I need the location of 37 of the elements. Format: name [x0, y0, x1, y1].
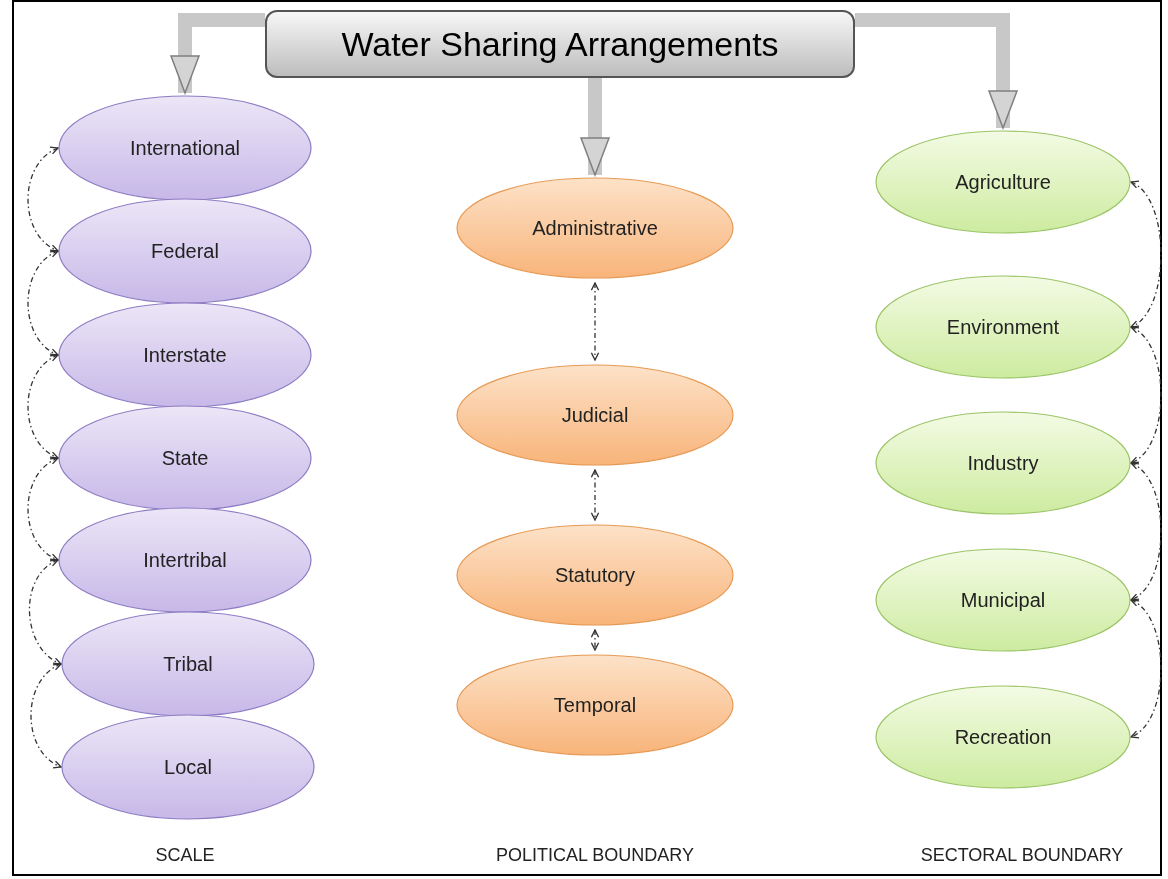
node-label: Intertribal	[143, 548, 227, 573]
node-label: State	[161, 446, 209, 471]
node-label: Statutory	[554, 563, 635, 588]
node-label: Tribal	[163, 652, 213, 677]
double-headed-arrow	[30, 663, 62, 768]
double-headed-arrow	[1130, 462, 1162, 601]
node-label: Temporal	[553, 693, 637, 718]
node-label: Industry	[967, 451, 1039, 476]
title-text: Water Sharing Arrangements	[341, 23, 779, 65]
column-caption: SCALE	[154, 844, 216, 867]
double-headed-arrow	[1130, 599, 1162, 738]
node-label: Local	[164, 755, 212, 780]
node-label: Judicial	[561, 403, 629, 428]
double-headed-arrow	[590, 469, 600, 521]
double-headed-arrow	[27, 250, 59, 356]
node-label: Recreation	[954, 725, 1052, 750]
double-headed-arrow	[1130, 181, 1162, 328]
double-headed-arrow	[590, 282, 600, 361]
title-box	[265, 10, 855, 78]
block-arrow	[580, 78, 610, 176]
double-headed-arrow	[590, 629, 600, 651]
column-caption: SECTORAL BOUNDARY	[919, 844, 1125, 867]
column-caption: POLITICAL BOUNDARY	[494, 844, 696, 867]
node-label: Interstate	[143, 343, 227, 368]
node-label: Agriculture	[955, 170, 1051, 195]
double-headed-arrow	[28, 559, 62, 665]
node-label: Environment	[946, 315, 1060, 340]
block-arrow	[170, 13, 265, 94]
double-headed-arrow	[27, 457, 59, 561]
double-headed-arrow	[27, 147, 59, 252]
node-label: Federal	[151, 239, 219, 264]
block-arrow	[855, 13, 1018, 129]
node-label: Administrative	[532, 216, 658, 241]
node-label: International	[129, 136, 241, 161]
double-headed-arrow	[27, 354, 59, 459]
double-headed-arrow	[1130, 326, 1162, 464]
node-label: Municipal	[960, 588, 1046, 613]
